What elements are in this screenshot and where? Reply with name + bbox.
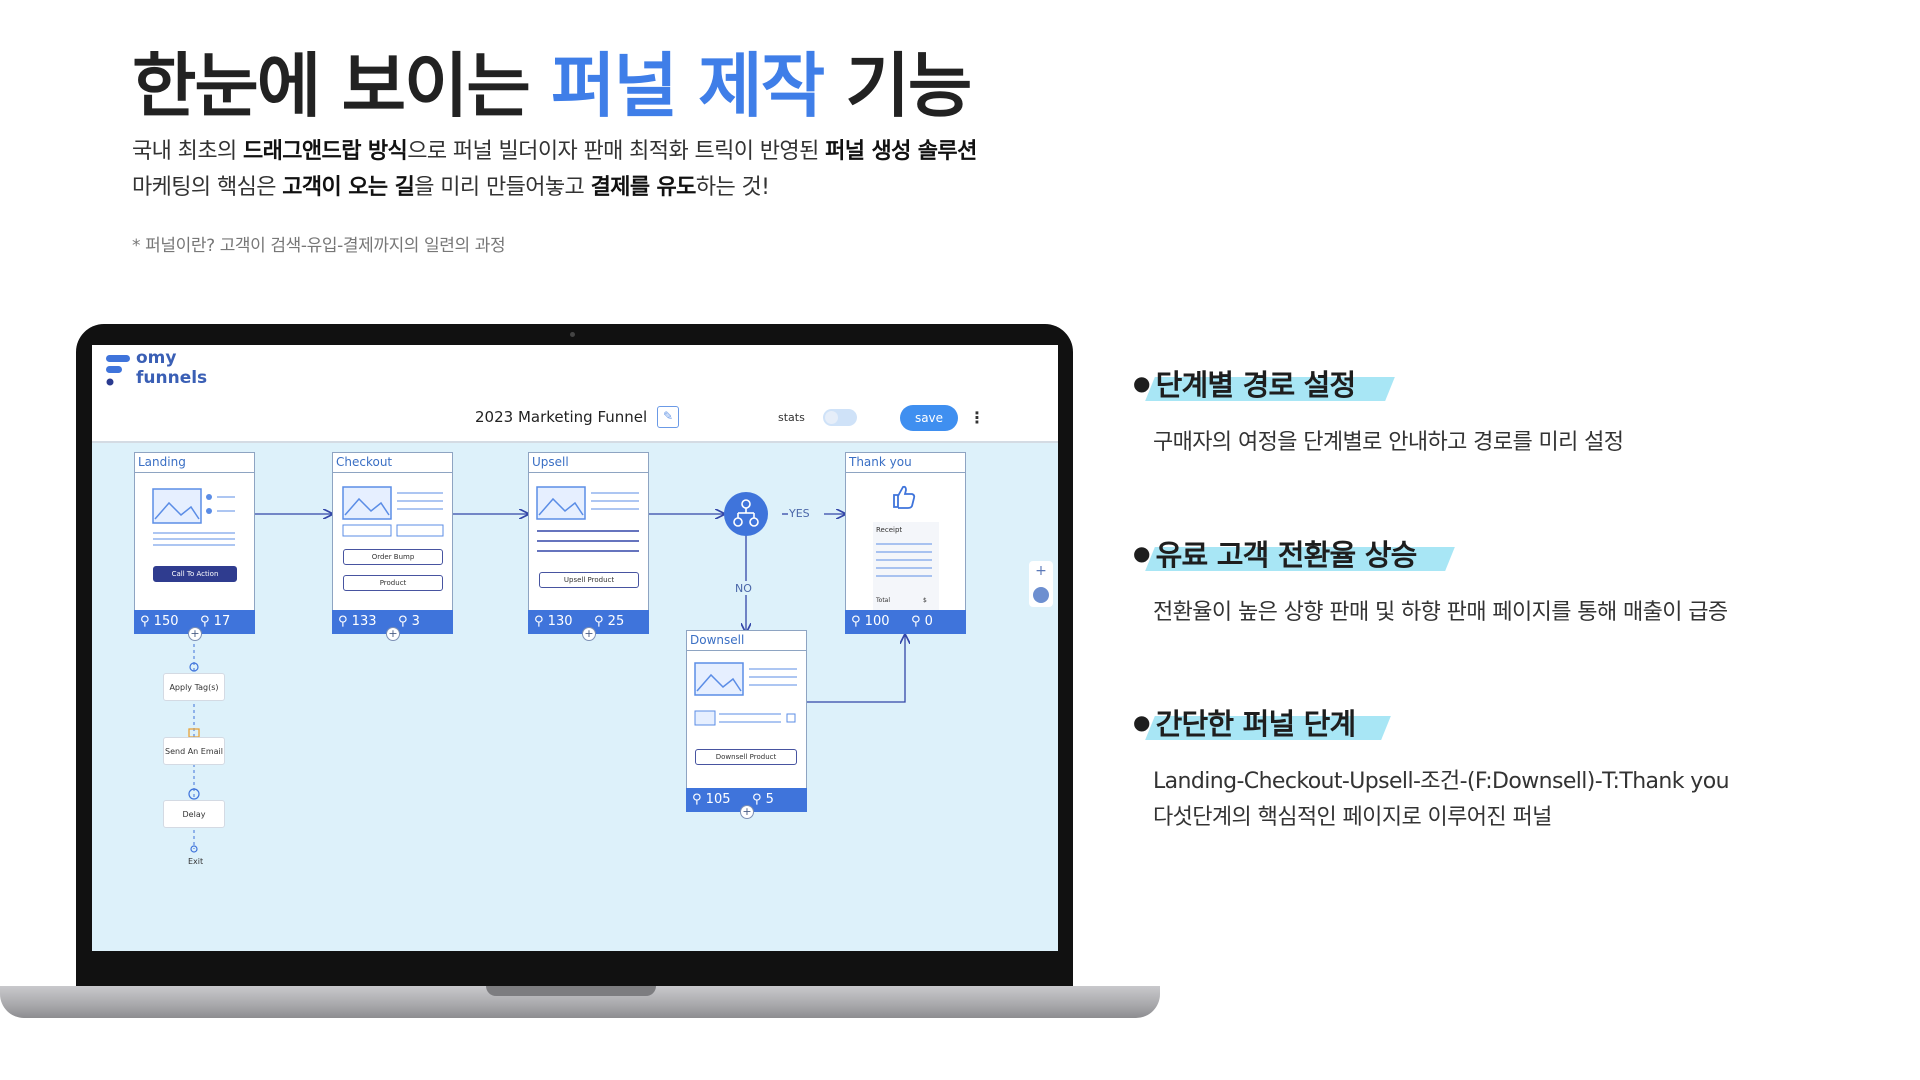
order-bump-button: Order Bump xyxy=(343,549,443,565)
canvas-tool-rail: + xyxy=(1029,561,1053,607)
feature-3-title: ●간단한 퍼널 단계 xyxy=(1133,707,1356,741)
logo-text-funnels: funnels xyxy=(136,368,208,388)
exit-label: Exit xyxy=(188,857,204,866)
feature-1-desc: 구매자의 여정을 단계별로 안내하고 경로를 미리 설정 xyxy=(1153,430,1624,455)
receipt-label: Receipt xyxy=(876,526,903,534)
downsell-thumbnail xyxy=(694,662,797,726)
no-label: NO xyxy=(735,582,752,595)
downsell-conversions: 5 xyxy=(765,792,774,807)
total-value: $ xyxy=(923,597,927,604)
add-step-plus[interactable]: + xyxy=(386,627,400,641)
conversions-icon: ⚲ xyxy=(594,614,604,629)
landing-conversions: 17 xyxy=(213,614,231,629)
user-tool-icon[interactable] xyxy=(1033,587,1049,603)
total-label: Total xyxy=(876,597,891,604)
landing-page-card[interactable]: Landing Call To Action ⚲ 150 ⚲ 17 + xyxy=(134,452,255,641)
feature-1-title: ●단계별 경로 설정 xyxy=(1133,368,1356,402)
conversions-icon: ⚲ xyxy=(398,614,408,629)
intro-line-1: 국내 최초의 드래그앤드랍 방식으로 퍼널 빌더이자 판매 최적화 트릭이 반영… xyxy=(132,139,977,164)
logo-text-omy: omy xyxy=(136,348,177,368)
downsell-product-button: Downsell Product xyxy=(695,749,797,765)
stats-toggle[interactable] xyxy=(823,409,857,426)
thankyou-conversions: 0 xyxy=(924,614,933,629)
upsell-conversions: 25 xyxy=(607,614,625,629)
feature-3-desc-line-2: 다섯단계의 핵심적인 페이지로 이루어진 퍼널 xyxy=(1153,805,1552,830)
conversions-icon: ⚲ xyxy=(911,614,921,629)
yes-label: YES xyxy=(789,507,810,520)
checkout-page-card[interactable]: Checkout Order Bump Product ⚲ 133 ⚲ 3 + xyxy=(332,452,453,641)
edit-title-button[interactable]: ✎ xyxy=(657,406,679,428)
downsell-page-card[interactable]: Downsell Downsell Product ⚲ 105 ⚲ 5 + xyxy=(686,630,807,819)
visitors-icon: ⚲ xyxy=(692,792,702,807)
landing-stats-bar: ⚲ 150 ⚲ 17 xyxy=(134,610,255,634)
camera-dot xyxy=(570,332,575,337)
add-step-plus[interactable]: + xyxy=(582,627,596,641)
title-highlight: 퍼널 제작 xyxy=(551,45,825,127)
thankyou-page-card[interactable]: Thank you Receipt Total $ ⚲ 100 ⚲ 0 xyxy=(845,452,966,634)
clock-icon xyxy=(188,788,200,800)
apply-tags-step[interactable]: Apply Tag(s) xyxy=(163,673,225,701)
laptop-notch xyxy=(486,986,656,996)
card-title: Landing xyxy=(138,455,186,469)
visitors-icon: ⚲ xyxy=(851,614,861,629)
save-button[interactable]: save xyxy=(900,405,958,431)
zoom-in-icon[interactable]: + xyxy=(1035,563,1047,579)
more-options-icon[interactable]: ⋮ xyxy=(969,408,985,427)
cta-button: Call To Action xyxy=(153,566,237,582)
funnel-title: 2023 Marketing Funnel xyxy=(475,408,648,426)
stats-label: stats xyxy=(778,411,805,424)
landing-thumbnail xyxy=(152,488,235,546)
upsell-page-card[interactable]: Upsell Upsell Product ⚲ 130 ⚲ 25 + xyxy=(528,452,649,641)
thankyou-visitors: 100 xyxy=(864,614,890,629)
omy-logo-icon xyxy=(106,355,130,386)
app-screen: omy funnels 2023 Marketing Funnel ✎ stat… xyxy=(92,345,1058,951)
visitors-icon: ⚲ xyxy=(534,614,544,629)
card-title: Upsell xyxy=(532,455,569,469)
tag-icon xyxy=(189,662,199,672)
upsell-visitors: 130 xyxy=(547,614,573,629)
feature-2-desc: 전환율이 높은 상향 판매 및 하향 판매 페이지를 통해 매출이 급증 xyxy=(1153,600,1728,625)
delay-step[interactable]: Delay xyxy=(163,800,225,828)
visitors-icon: ⚲ xyxy=(338,614,348,629)
product-button: Product xyxy=(343,575,443,591)
downsell-visitors: 105 xyxy=(705,792,731,807)
intro-line-2: 마케팅의 핵심은 고객이 오는 길을 미리 만들어놓고 결제를 유도하는 것! xyxy=(132,175,770,200)
visitors-icon: ⚲ xyxy=(140,614,150,629)
checkout-conversions: 3 xyxy=(411,614,420,629)
conversions-icon: ⚲ xyxy=(200,614,210,629)
send-email-step[interactable]: Send An Email xyxy=(163,737,225,765)
card-title: Thank you xyxy=(849,455,912,469)
landing-visitors: 150 xyxy=(153,614,179,629)
add-step-plus[interactable]: + xyxy=(740,805,754,819)
receipt-box: Receipt Total $ xyxy=(873,522,939,610)
conversions-icon: ⚲ xyxy=(752,792,762,807)
checkout-stats-bar: ⚲ 133 ⚲ 3 xyxy=(332,610,453,634)
feature-2-title: ●유료 고객 전환율 상승 xyxy=(1133,538,1417,572)
upsell-thumbnail xyxy=(536,486,639,552)
card-title: Downsell xyxy=(690,633,745,647)
exit-icon xyxy=(190,845,198,853)
page-title: 한눈에 보이는 퍼널 제작 기능 xyxy=(132,45,972,127)
checkout-thumbnail xyxy=(342,486,444,537)
footnote: * 퍼널이란? 고객이 검색-유입-결제까지의 일련의 과정 xyxy=(132,236,506,256)
checkout-visitors: 133 xyxy=(351,614,377,629)
upsell-product-button: Upsell Product xyxy=(539,572,639,588)
feature-3-desc-line-1: Landing-Checkout-Upsell-조건-(F:Downsell)-… xyxy=(1153,769,1730,794)
thumbs-up-icon xyxy=(893,485,916,509)
add-step-plus[interactable]: + xyxy=(188,627,202,641)
card-title: Checkout xyxy=(336,455,393,469)
laptop-base xyxy=(0,986,1160,1018)
condition-node xyxy=(724,492,768,536)
app-header: omy funnels 2023 Marketing Funnel ✎ stat… xyxy=(92,345,1058,443)
pencil-icon: ✎ xyxy=(662,409,674,423)
thankyou-stats-bar: ⚲ 100 ⚲ 0 xyxy=(845,610,966,634)
